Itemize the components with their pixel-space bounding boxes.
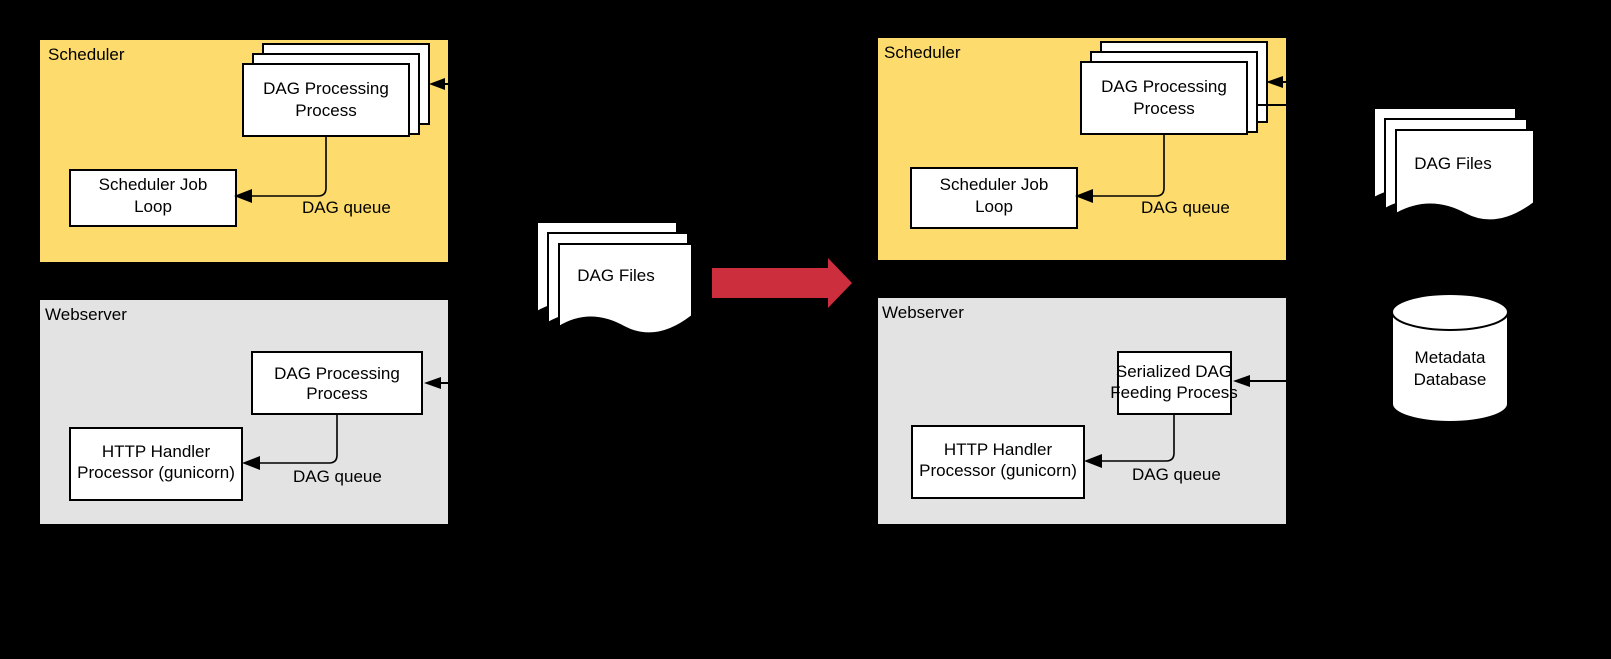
right-webserver-dag-queue-edge	[1098, 414, 1175, 462]
left-webserver-title: Webserver	[45, 305, 127, 324]
right-webserver-container: Webserver Serialized DAG Feeding Process…	[878, 298, 1286, 524]
right-scheduler-dag-process-label-1: DAG Processing	[1101, 77, 1227, 96]
left-scheduler-dag-queue-label: DAG queue	[302, 198, 391, 217]
right-scheduler-inbound-arrow-icon	[1266, 76, 1283, 88]
right-scheduler-dag-queue-edge	[1089, 134, 1165, 197]
right-scheduler-dag-queue-arrow-icon	[1075, 189, 1093, 203]
middle-dag-files-doc-front	[558, 243, 693, 335]
right-webserver-inbound-arrow-icon	[1233, 375, 1250, 387]
right-dag-files-shape: DAG Files	[1373, 107, 1535, 222]
left-scheduler-container: Scheduler DAG Processing Process Schedul…	[40, 40, 448, 262]
right-scheduler-job-loop-label-2: Loop	[975, 197, 1013, 216]
left-webserver-http-handler-processor[interactable]	[69, 427, 243, 501]
right-scheduler-dag-process-label-2: Process	[1133, 99, 1194, 118]
middle-dag-files-shape: DAG Files	[536, 221, 693, 335]
right-dag-files-label: DAG Files	[1414, 154, 1491, 173]
metadata-database-label-2: Database	[1414, 370, 1487, 389]
left-webserver-http-handler-label-1: HTTP Handler	[102, 442, 211, 461]
right-webserver-dag-queue-arrow-icon	[1084, 454, 1102, 468]
right-scheduler-dag-processing-process[interactable]	[1080, 61, 1248, 135]
left-scheduler-dag-process-label-2: Process	[295, 101, 356, 120]
middle-dag-files-label: DAG Files	[577, 266, 654, 285]
right-webserver-http-handler-label-2: Processor (gunicorn)	[919, 461, 1077, 480]
right-dag-files-doc-front	[1395, 129, 1535, 222]
right-webserver-title: Webserver	[882, 303, 964, 322]
metadata-database-shape: Metadata Database	[1391, 293, 1509, 423]
right-webserver-http-handler-processor[interactable]	[911, 425, 1085, 499]
right-webserver-dag-queue-label: DAG queue	[1132, 465, 1221, 484]
left-webserver-dag-queue-edge	[256, 414, 338, 464]
left-scheduler-job-loop[interactable]	[69, 169, 237, 227]
metadata-database-body	[1391, 311, 1509, 423]
metadata-database-label-1: Metadata	[1415, 348, 1486, 367]
left-webserver-dag-queue-label: DAG queue	[293, 467, 382, 486]
left-scheduler-dag-process-label-1: DAG Processing	[263, 79, 389, 98]
left-scheduler-job-loop-label-2: Loop	[134, 197, 172, 216]
left-webserver-inbound-arrow-icon	[424, 377, 441, 389]
right-scheduler-title: Scheduler	[884, 43, 961, 62]
transition-arrow	[712, 258, 852, 308]
red-right-arrow-icon	[712, 258, 852, 308]
left-scheduler-dag-processing-process[interactable]	[242, 63, 410, 137]
left-scheduler-title: Scheduler	[48, 45, 125, 64]
left-webserver-dag-processing-process[interactable]	[251, 351, 423, 415]
right-scheduler-container: Scheduler DAG Processing Process Schedul…	[878, 38, 1290, 260]
metadata-database-top	[1391, 293, 1509, 331]
left-scheduler-dag-queue-arrow-icon	[234, 189, 252, 203]
right-webserver-serialized-dag-label-2: Feeding Process	[1110, 383, 1238, 402]
left-webserver-dag-queue-arrow-icon	[242, 456, 260, 470]
right-scheduler-job-loop[interactable]	[910, 167, 1078, 229]
left-webserver-http-handler-label-2: Processor (gunicorn)	[77, 463, 235, 482]
left-scheduler-dag-queue-edge	[248, 136, 327, 197]
left-scheduler-job-loop-label-1: Scheduler Job	[99, 175, 208, 194]
left-scheduler-inbound-arrow-icon	[429, 78, 445, 90]
left-webserver-dag-process-label-1: DAG Processing	[274, 364, 400, 383]
right-scheduler-dag-queue-label: DAG queue	[1141, 198, 1230, 217]
left-webserver-dag-process-label-2: Process	[306, 384, 367, 403]
right-webserver-serialized-dag-feeding-process[interactable]	[1117, 351, 1232, 415]
right-webserver-serialized-dag-label-1: Serialized DAG	[1116, 362, 1232, 381]
left-webserver-container: Webserver DAG Processing Process HTTP Ha…	[40, 300, 448, 524]
right-webserver-http-handler-label-1: HTTP Handler	[944, 440, 1053, 459]
right-scheduler-job-loop-label-1: Scheduler Job	[940, 175, 1049, 194]
